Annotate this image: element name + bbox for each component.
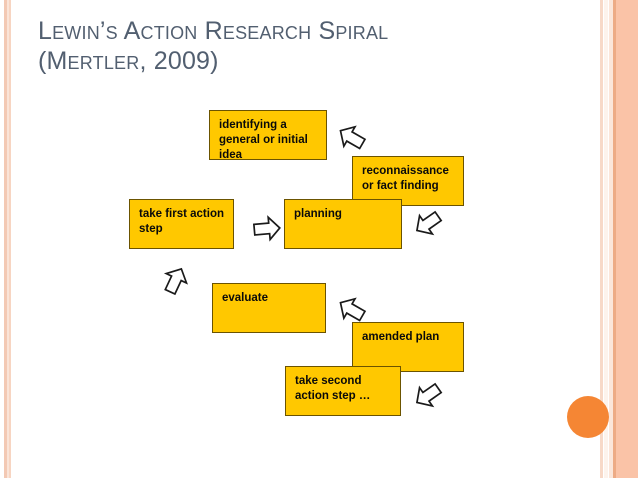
flow-arrow-down-right-icon xyxy=(334,122,368,154)
process-box-identifying-idea[interactable]: identifying a general or initial idea xyxy=(209,110,327,161)
orange-circle-accent-icon xyxy=(567,396,609,438)
process-box-label: take first action step xyxy=(139,208,224,235)
process-box-take-first-action[interactable]: take first action step xyxy=(129,199,234,249)
right-edge-stripe-5 xyxy=(616,0,638,478)
flow-arrow-down-right-icon xyxy=(334,294,368,326)
left-edge-stripe-1 xyxy=(4,0,7,478)
process-box-label: take second action step … xyxy=(295,375,371,402)
process-box-planning[interactable]: planning xyxy=(284,199,402,249)
right-edge-stripe-3 xyxy=(609,0,613,478)
right-edge-stripe-4 xyxy=(613,0,616,478)
slide-title: Lewin’s Action Research Spiral (Mertler,… xyxy=(38,17,389,75)
right-edge-stripe-2 xyxy=(604,0,608,478)
process-box-label: amended plan xyxy=(362,331,440,343)
process-box-label: planning xyxy=(294,208,342,220)
process-box-label: identifying a general or initial idea xyxy=(219,119,308,161)
process-box-evaluate[interactable]: evaluate xyxy=(212,283,326,333)
process-box-label: evaluate xyxy=(222,292,269,304)
left-edge-stripe-2 xyxy=(7,0,9,478)
process-box-reconnaissance[interactable]: reconnaissance or fact finding xyxy=(352,156,464,206)
process-box-take-second-action[interactable]: take second action step … xyxy=(285,366,401,416)
flow-arrow-left-icon xyxy=(250,212,284,244)
flow-arrow-down-left-icon xyxy=(158,264,192,296)
process-box-amended-plan[interactable]: amended plan xyxy=(352,322,464,372)
process-box-label: reconnaissance or fact finding xyxy=(362,165,449,192)
right-edge-stripe-1 xyxy=(600,0,603,478)
left-edge-stripe-3 xyxy=(9,0,11,478)
flow-arrow-up-right-icon xyxy=(411,380,445,412)
flow-arrow-up-right-icon xyxy=(411,208,445,240)
